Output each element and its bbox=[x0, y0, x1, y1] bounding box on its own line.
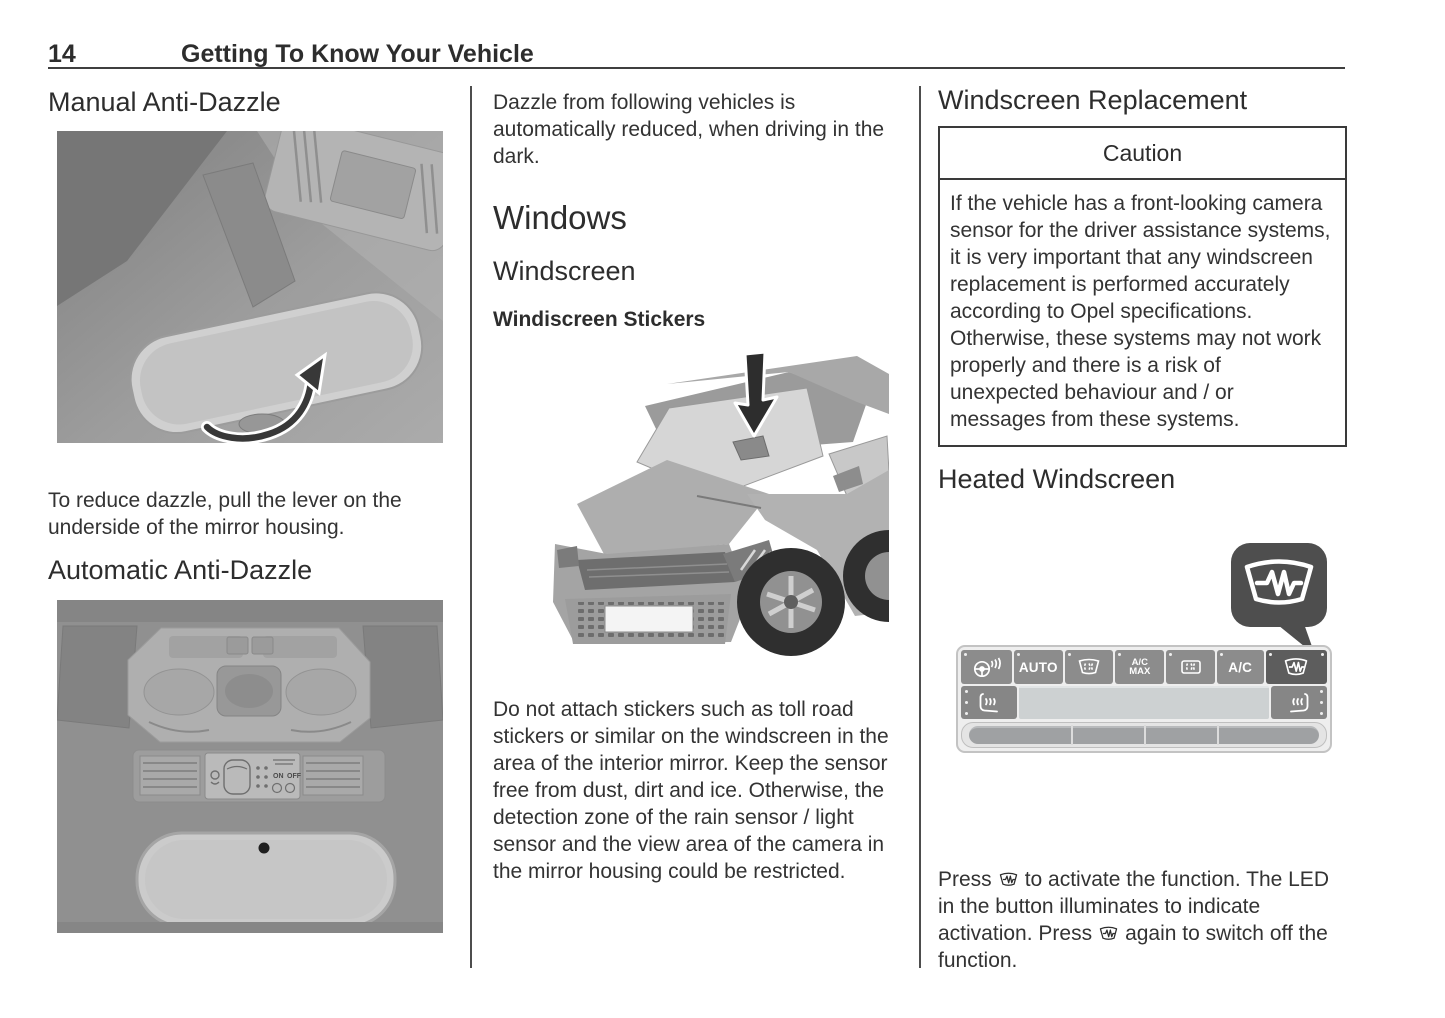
heated-seat-left-button[interactable] bbox=[961, 686, 1017, 720]
lever-arrow-icon bbox=[201, 351, 328, 444]
license-plate bbox=[604, 605, 694, 633]
windows-heading: Windows bbox=[493, 199, 627, 236]
ac-label: A/C bbox=[1228, 659, 1253, 675]
reading-lamp-left bbox=[143, 668, 215, 716]
auto-label: AUTO bbox=[1018, 659, 1058, 675]
caution-title: Caution bbox=[940, 128, 1345, 181]
climate-control-panel: AUTO bbox=[956, 645, 1332, 754]
manual-anti-dazzle-heading: Manual Anti-Dazzle bbox=[48, 87, 281, 117]
column-divider-right bbox=[919, 86, 921, 968]
heated-windscreen-heading: Heated Windscreen bbox=[938, 464, 1176, 495]
ac-button[interactable]: A/C bbox=[1216, 650, 1264, 685]
auto-dazzle-intro-text: Dazzle from following vehicles is automa… bbox=[493, 91, 885, 168]
left-column: Manual Anti-Dazzle bbox=[48, 85, 445, 934]
middle-column: Dazzle from following vehicles is automa… bbox=[493, 85, 911, 885]
windscreen-heading: Windscreen bbox=[493, 256, 636, 287]
rear-demist-button[interactable] bbox=[1166, 650, 1215, 685]
auto-button[interactable]: AUTO bbox=[1013, 650, 1063, 685]
windscreen-stickers-heading: Windiscreen Stickers bbox=[493, 307, 706, 331]
activation-part1: Press bbox=[938, 868, 992, 892]
airbag-off-label: OFF bbox=[287, 773, 302, 780]
heated-windscreen-icon bbox=[1282, 656, 1310, 678]
caution-box: Caution If the vehicle has a front-looki… bbox=[938, 126, 1347, 448]
hvac-panel-figure: AUTO bbox=[938, 499, 1347, 844]
climate-display bbox=[1019, 686, 1269, 720]
ac-max-line1: A/C bbox=[1131, 656, 1148, 668]
auto-anti-dazzle-heading: Automatic Anti-Dazzle bbox=[48, 555, 313, 586]
console-vents bbox=[139, 755, 364, 796]
manual-mirror-figure bbox=[57, 131, 443, 444]
reading-lamp-right bbox=[285, 668, 357, 716]
heated-steering-wheel-icon bbox=[974, 657, 1002, 678]
side-mirror bbox=[833, 466, 863, 493]
heated-windscreen-inline-icon bbox=[997, 871, 1020, 888]
light-sensor-dot bbox=[258, 842, 270, 854]
auto-mirror-figure: ON OFF bbox=[57, 600, 443, 934]
ac-max-line2: MAX bbox=[1129, 666, 1151, 678]
column-divider-left bbox=[470, 86, 472, 968]
mirror-housing bbox=[732, 435, 770, 461]
ac-max-button[interactable]: A/C MAX bbox=[1115, 650, 1165, 685]
activation-part3: again to switch off the function. bbox=[938, 922, 1328, 973]
manual-anti-dazzle-text: To reduce dazzle, pull the lever on the … bbox=[48, 489, 402, 540]
windscreen-arrow-icon bbox=[733, 350, 779, 438]
rearview-mirror bbox=[129, 291, 424, 435]
caution-body: If the vehicle has a front-looking camer… bbox=[950, 192, 1331, 432]
auto-dimming-mirror bbox=[135, 831, 397, 928]
panel-lower-rail bbox=[961, 722, 1327, 749]
front-demist-icon bbox=[1078, 658, 1100, 675]
activation-part2: to activate the function. The LED in the… bbox=[938, 868, 1329, 946]
heated-steering-wheel-button[interactable] bbox=[961, 650, 1012, 685]
rear-demist-icon bbox=[1180, 660, 1201, 674]
airbag-on-label: ON bbox=[273, 773, 284, 780]
heated-windscreen-callout-icon bbox=[1231, 543, 1327, 656]
page-title: Getting To Know Your Vehicle bbox=[181, 40, 534, 68]
heated-windscreen-button[interactable] bbox=[1265, 650, 1327, 685]
windscreen-replacement-heading: Windscreen Replacement bbox=[938, 85, 1248, 115]
heated-windscreen-inline-icon bbox=[1097, 925, 1120, 942]
stickers-body-text: Do not attach stickers such as toll road… bbox=[493, 698, 889, 884]
page-number: 14 bbox=[48, 40, 76, 68]
overhead-console bbox=[264, 131, 443, 252]
suv-windscreen-figure bbox=[517, 344, 889, 675]
heated-seat-left-icon bbox=[979, 692, 998, 712]
heated-seat-right-button[interactable] bbox=[1271, 686, 1327, 720]
front-demist-button[interactable] bbox=[1064, 650, 1114, 685]
passenger-airbag-label: ON OFF bbox=[204, 752, 302, 800]
heated-seat-right-icon bbox=[1290, 692, 1309, 712]
header-rule bbox=[48, 67, 1345, 69]
right-column: Windscreen Replacement Caution If the ve… bbox=[938, 85, 1347, 974]
